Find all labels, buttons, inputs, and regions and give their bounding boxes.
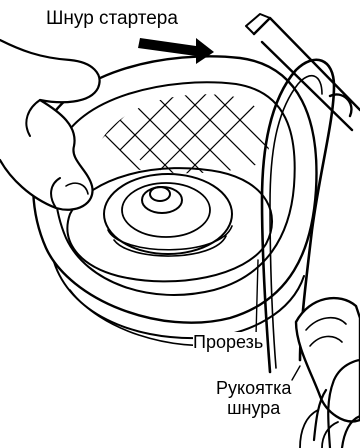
starter-rope-label: Шнур стартера xyxy=(46,8,178,29)
spool-plate xyxy=(67,168,272,281)
pull-direction-arrow xyxy=(138,38,214,64)
slot-label: Прорезь xyxy=(193,332,263,352)
left-hand xyxy=(0,40,100,210)
rope-handle-label-line1: Рукоятка xyxy=(216,378,291,398)
handle-leader xyxy=(292,366,300,380)
spool-hub xyxy=(150,187,170,201)
rope-handle-label: Рукоятка шнура xyxy=(216,378,291,418)
spool-middle-ring xyxy=(122,183,210,237)
right-fingers xyxy=(300,410,338,448)
rope-handle-label-line2: шнура xyxy=(216,398,291,418)
